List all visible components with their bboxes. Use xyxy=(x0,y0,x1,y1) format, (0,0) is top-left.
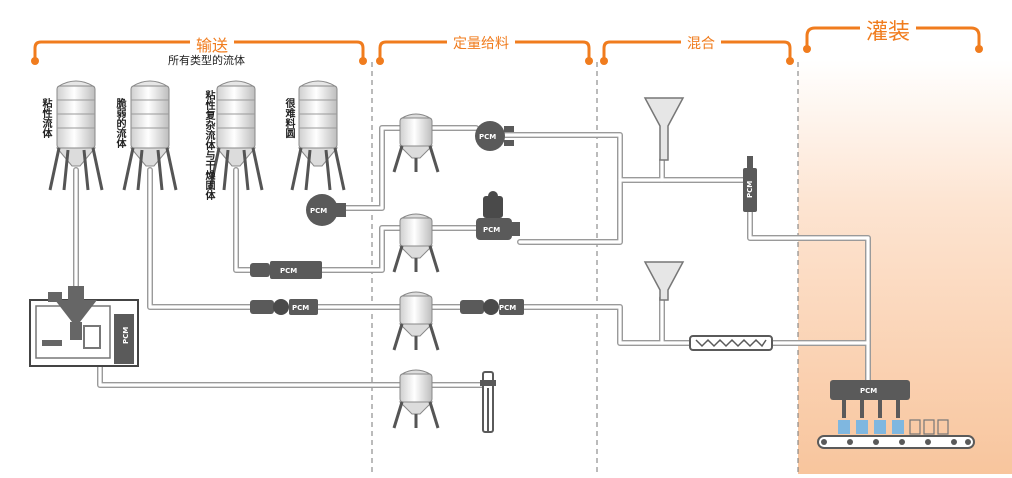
silo-3 xyxy=(208,80,264,191)
section-title-dosing: 定量给料 xyxy=(447,33,515,53)
inline-device-vertical xyxy=(480,371,496,433)
inline-mixer-vertical: PCM xyxy=(743,156,757,212)
silo-2 xyxy=(122,80,178,191)
dosing-tank-4 xyxy=(392,369,440,429)
brand-logo: PCM xyxy=(310,207,327,215)
screw-pump-3: PCM xyxy=(460,299,524,315)
brand-logo: PCM xyxy=(280,267,297,275)
brand-logo: PCM xyxy=(746,181,754,198)
silo-label: 粘性复杂流体与干燥固体 xyxy=(203,90,214,200)
section-title-mixing: 混合 xyxy=(681,33,721,53)
section-dividers xyxy=(371,62,799,474)
brand-logo: PCM xyxy=(483,226,500,234)
silo-4 xyxy=(290,80,346,191)
static-mixer-horizontal xyxy=(689,335,773,351)
screw-pump-1: PCM xyxy=(250,261,322,279)
section-subtitle-conveying: 所有类型的流体 xyxy=(168,54,245,67)
filling-machine: PCM xyxy=(817,380,975,449)
brand-logo: PCM xyxy=(292,304,309,312)
dosing-tank-3 xyxy=(392,291,440,351)
dosing-tank-1 xyxy=(392,113,440,173)
mixing-hopper-1 xyxy=(643,97,685,161)
mixing-station: PCM xyxy=(29,286,139,367)
section-title-conveying: 输送 xyxy=(190,32,235,56)
lobe-pump-silo: PCM xyxy=(306,194,346,226)
lobe-pump-dosing-1: PCM xyxy=(475,121,514,151)
dosing-tank-2 xyxy=(392,213,440,273)
motor-pump-dosing-2: PCM xyxy=(476,191,520,240)
silo-1 xyxy=(48,80,104,191)
pipe-network xyxy=(73,125,871,388)
section-title-filling: 灌装 xyxy=(860,14,917,46)
filling-zone-background xyxy=(798,60,1012,474)
silo-label: 脆弱的流体 xyxy=(114,98,125,148)
bracket-end-dots xyxy=(31,45,983,65)
brand-logo: PCM xyxy=(479,133,496,141)
silo-label: 粘性流体 xyxy=(40,98,51,138)
brand-logo: PCM xyxy=(860,387,877,395)
silo-label: 很难料圆 xyxy=(283,98,294,138)
brand-logo: PCM xyxy=(122,327,130,344)
screw-pump-2: PCM xyxy=(250,299,318,315)
mixing-hopper-2 xyxy=(643,261,685,301)
brand-logo: PCM xyxy=(499,304,516,312)
